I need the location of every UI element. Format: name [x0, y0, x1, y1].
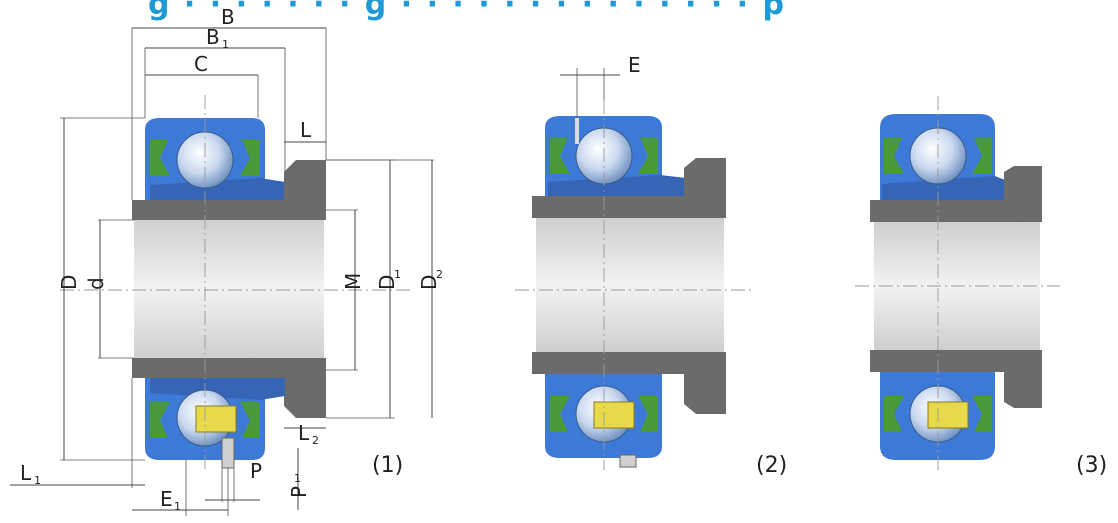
set-screw: [619, 454, 637, 468]
seal-right-bottom: [240, 402, 260, 438]
bearing-figure-3: (3): [855, 96, 1107, 478]
locking-collar-bottom: [1004, 362, 1042, 408]
title-fragment: g · · · · · · · g · · · · · · · · · · · …: [148, 0, 786, 22]
inner-ring-bottom: [150, 378, 285, 400]
label-L1: L: [20, 461, 32, 485]
seal-right-top: [972, 138, 992, 174]
label-L2: L: [298, 421, 310, 445]
figure-label-2: (2): [756, 453, 787, 478]
label-D2-sub: 2: [436, 268, 443, 281]
label-B: B: [221, 5, 235, 29]
seal-left-top: [150, 140, 170, 176]
label-d: d: [84, 277, 108, 290]
seal-right-top: [240, 140, 260, 176]
set-screw: [221, 437, 235, 469]
label-P1: P: [287, 486, 311, 498]
seal-right-bottom: [638, 396, 658, 432]
label-B1-sub: 1: [222, 38, 229, 51]
label-E1-sub: 1: [174, 500, 181, 513]
bore: [134, 220, 324, 358]
inner-ring-top: [882, 176, 1005, 200]
adapter-sleeve-bottom: [532, 352, 726, 374]
label-L2-sub: 2: [312, 434, 319, 447]
set-screw-hole: [575, 118, 579, 144]
seal-left-top: [550, 138, 570, 174]
seal-left-top: [884, 138, 904, 174]
seal-right-top: [638, 138, 658, 174]
cage-bottom: [927, 401, 969, 429]
bearing-figure-2: E (2): [515, 53, 787, 478]
figure-label-3: (3): [1076, 453, 1107, 478]
figure-label-1: (1): [372, 453, 403, 478]
cage-bottom: [593, 401, 635, 429]
inner-ring-top: [548, 175, 686, 200]
label-M: M: [341, 273, 365, 290]
adapter-sleeve-bottom: [132, 358, 326, 378]
cage-bottom: [195, 405, 237, 433]
adapter-sleeve: [132, 200, 326, 220]
label-P1-sub: 1: [294, 472, 301, 485]
locking-collar-bottom: [684, 366, 726, 414]
seal-left-bottom: [550, 396, 570, 432]
label-D1-sub: 1: [394, 268, 401, 281]
adapter-sleeve: [870, 200, 1042, 222]
label-L1-sub: 1: [34, 474, 41, 487]
label-B1: B: [206, 25, 220, 49]
label-D: D: [57, 275, 81, 290]
label-D2: D: [417, 275, 441, 290]
label-C: C: [194, 52, 208, 76]
adapter-sleeve: [532, 196, 726, 218]
inner-ring-top: [150, 178, 285, 205]
adapter-sleeve-bottom: [870, 350, 1042, 372]
seal-right-bottom: [972, 396, 992, 432]
label-D1: D: [375, 275, 399, 290]
label-P: P: [250, 459, 262, 483]
label-L: L: [300, 118, 312, 142]
seal-left-bottom: [884, 396, 904, 432]
bore: [536, 218, 724, 352]
locking-collar-bottom: [284, 370, 326, 418]
seal-left-bottom: [150, 402, 170, 438]
bearing-figure-1: B B 1 C L D d M D 1 D 2 L 2: [10, 5, 443, 516]
label-E1: E: [160, 487, 173, 511]
label-E: E: [628, 53, 641, 77]
